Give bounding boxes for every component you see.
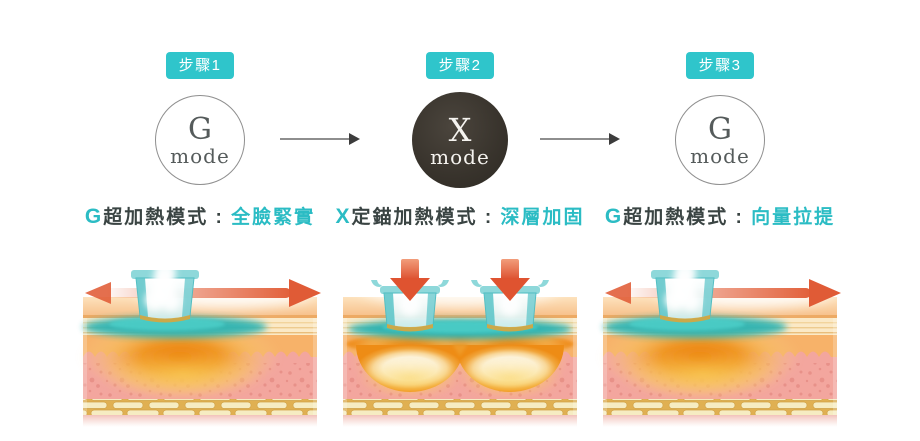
step-badge: 步驟2 (425, 52, 495, 79)
mode-letter: G (188, 111, 212, 147)
label-body: 定錨加熱模式 : (351, 207, 501, 228)
press-down-arrow-icon (390, 259, 430, 301)
step-column-1: 步驟1 G mode G超加熱模式 : 全臉緊實 (70, 52, 330, 429)
skin-illustration (335, 257, 585, 429)
fat-layer (343, 399, 577, 415)
step-column-3: 步驟3 G mode G超加熱模式 : 向量拉提 (590, 52, 850, 429)
handpiece-glide-illustration (80, 255, 321, 427)
label-prefix: X (335, 205, 352, 228)
mode-letter: G (708, 111, 732, 147)
label-highlight: 向量拉提 (751, 207, 836, 228)
fat-layer (603, 399, 837, 415)
step-badge: 步驟1 (165, 52, 235, 79)
label-prefix: G (604, 205, 624, 228)
mode-letter: X (448, 110, 472, 149)
g-mode-circle: G mode (155, 95, 245, 185)
skin-block (600, 297, 837, 427)
mode-circle-wrap: G mode (675, 92, 765, 188)
mode-word: mode (170, 143, 230, 168)
surface-glow (83, 316, 267, 338)
label-prefix: G (84, 205, 104, 228)
steam (145, 262, 180, 311)
flow-arrow-icon (540, 133, 620, 145)
heat-zone (600, 317, 800, 401)
press-down-arrow-icon (490, 259, 530, 301)
steps-row: 步驟1 G mode G超加熱模式 : 全臉緊實 (70, 0, 850, 429)
mode-circle-wrap: X mode (412, 92, 508, 188)
mode-word: mode (690, 143, 750, 168)
label-highlight: 全臉緊實 (231, 207, 316, 228)
skin-illustration (595, 255, 845, 429)
skin-block (80, 297, 317, 427)
arrow-head-icon (349, 133, 360, 145)
surface-glow (603, 316, 787, 338)
handpiece-icon (651, 255, 719, 323)
handpiece-press-illustration (343, 259, 577, 427)
fat-layer (83, 399, 317, 415)
x-mode-circle: X mode (412, 92, 508, 188)
mode-circle-wrap: G mode (155, 92, 245, 188)
arrow-head-icon (609, 133, 620, 145)
flow-arrow-icon (280, 133, 360, 145)
surface-glow (348, 319, 572, 339)
handpiece-glide-illustration (600, 255, 841, 427)
step-label: G超加熱模式 : 向量拉提 (605, 202, 835, 229)
label-highlight: 深層加固 (500, 207, 585, 228)
g-mode-circle: G mode (675, 95, 765, 185)
skin-block (343, 297, 577, 427)
step-column-2: 步驟2 X mode X定錨加熱模式 : 深層加固 (330, 52, 590, 429)
handpiece-icon (131, 255, 199, 323)
label-body: 超加熱模式 : (103, 207, 232, 228)
step-badge: 步驟3 (685, 52, 755, 79)
mode-word: mode (430, 144, 490, 169)
step-label: X定錨加熱模式 : 深層加固 (336, 202, 585, 229)
step-label: G超加熱模式 : 全臉緊實 (85, 202, 315, 229)
steam (665, 262, 700, 311)
skin-illustration (75, 255, 325, 429)
heat-zone (80, 317, 280, 401)
label-body: 超加熱模式 : (623, 207, 752, 228)
